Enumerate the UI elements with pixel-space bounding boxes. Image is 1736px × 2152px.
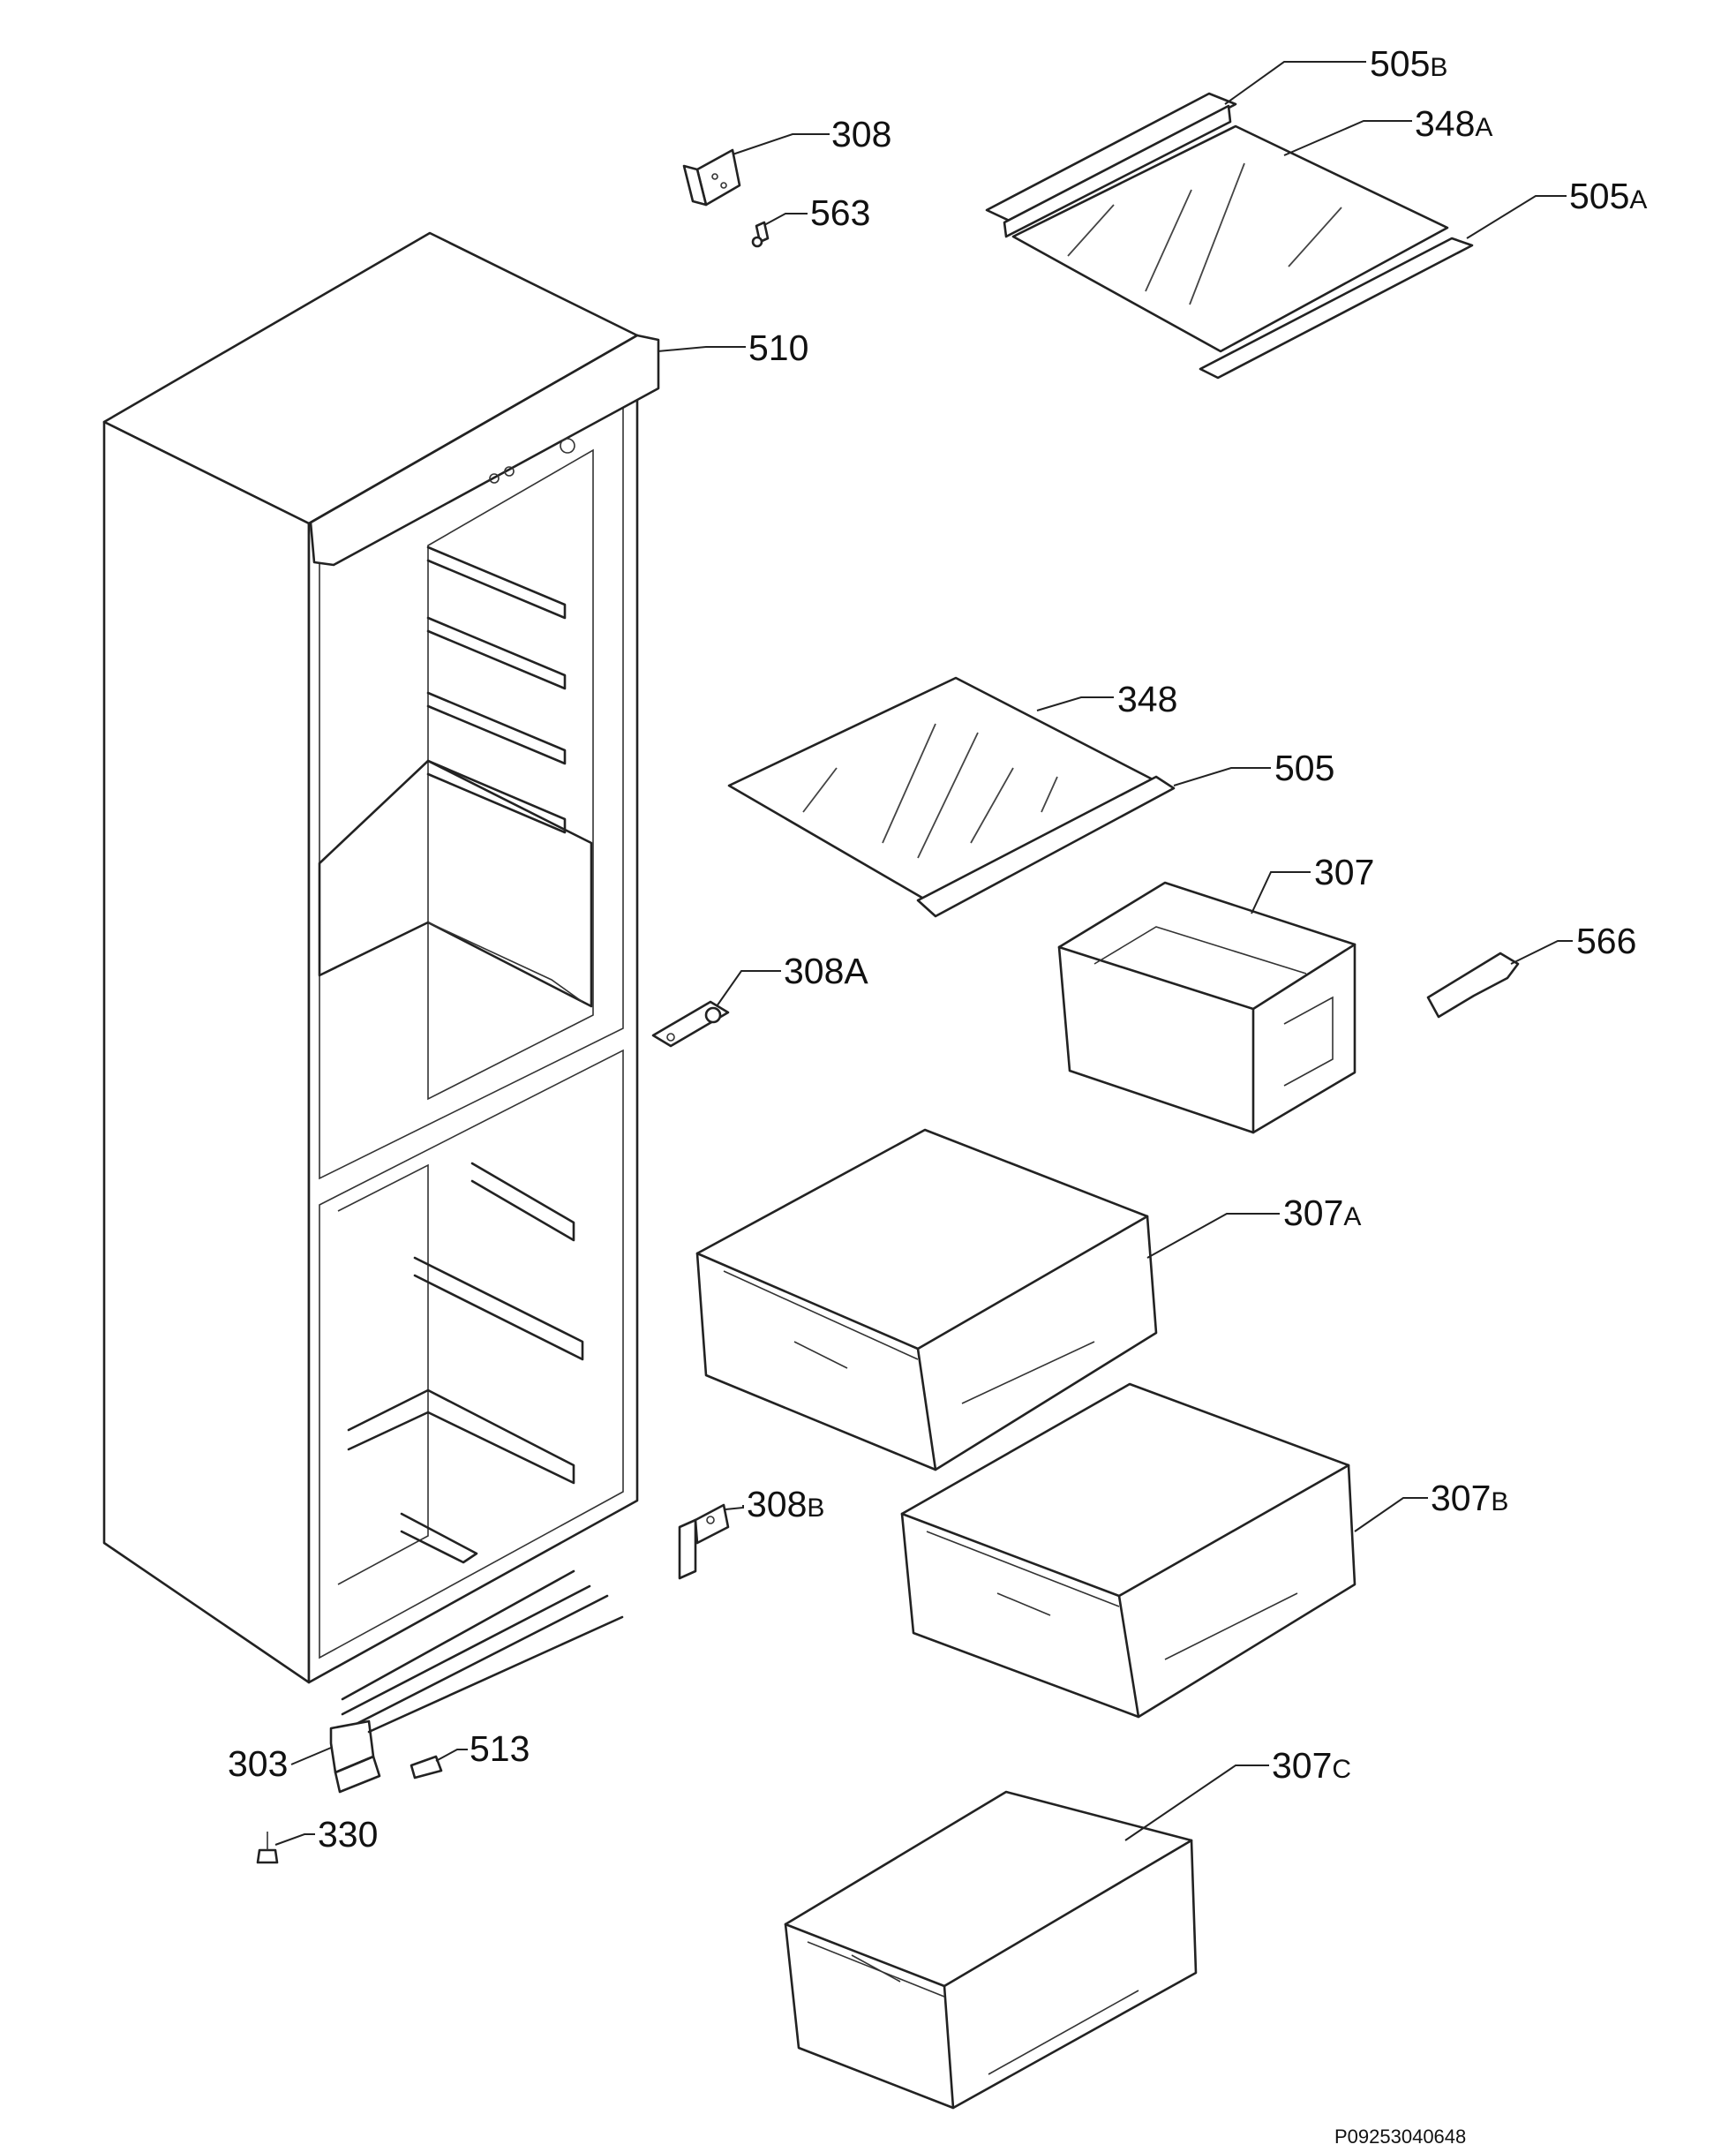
drawer-307c (784, 1790, 1198, 2110)
hinge-308a (651, 1000, 730, 1048)
glass-shelf-348 (727, 676, 1176, 918)
label-307a: 307A (1283, 1193, 1361, 1233)
label-308: 308 (831, 114, 891, 154)
label-307: 307 (1314, 852, 1374, 892)
label-513: 513 (470, 1728, 530, 1769)
hinge-308 (682, 148, 741, 207)
drawer-307 (1057, 881, 1356, 1134)
label-566: 566 (1576, 921, 1636, 961)
foot-330 (256, 1832, 279, 1864)
drawer-307b (900, 1382, 1356, 1719)
spacer-513 (410, 1755, 443, 1780)
label-348: 348 (1117, 679, 1177, 719)
label-510: 510 (748, 327, 808, 368)
label-308a: 308A (784, 951, 868, 991)
label-308b: 308B (747, 1484, 824, 1524)
label-330: 330 (318, 1814, 378, 1855)
clip-566 (1426, 952, 1520, 1019)
label-348a: 348A (1415, 103, 1492, 144)
hinge-308b (678, 1503, 730, 1580)
kick-plate-303 (329, 1569, 624, 1794)
fridge-cabinet (102, 231, 660, 1684)
screw-563 (751, 221, 770, 248)
label-563: 563 (810, 192, 870, 233)
drawer-307a (695, 1128, 1158, 1471)
label-505: 505 (1274, 748, 1334, 788)
part-labels: 308 563 505B 348A 505A 510 348 505 307 5… (228, 43, 1647, 2148)
glass-shelf-348a (985, 92, 1474, 380)
label-505a: 505A (1569, 176, 1647, 216)
leader-lines (274, 61, 1573, 1846)
label-505b: 505B (1370, 43, 1447, 84)
document-id: P09253040648 (1334, 2126, 1466, 2148)
label-307b: 307B (1431, 1478, 1508, 1518)
label-307c: 307C (1272, 1745, 1351, 1786)
label-303: 303 (228, 1743, 288, 1784)
